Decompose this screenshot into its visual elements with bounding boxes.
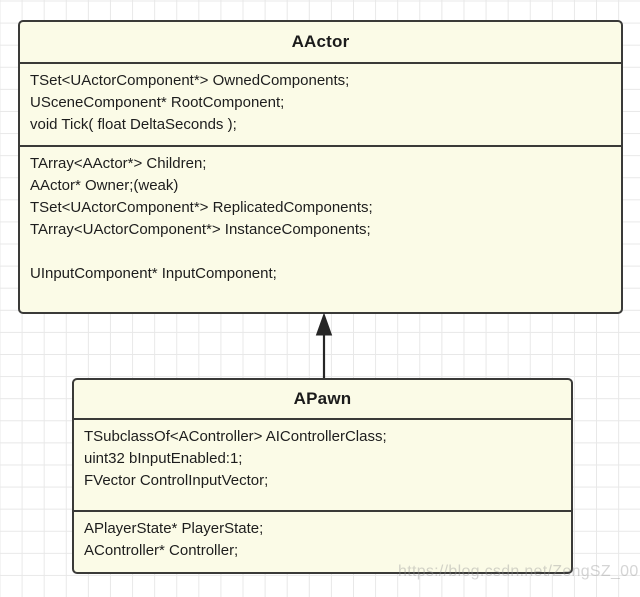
class-title-aactor: AActor [291,32,350,51]
class-member: AActor* Owner;(weak) [30,177,179,194]
class-member: uint32 bInputEnabled:1; [84,450,243,467]
class-compartment-operations-aactor: TArray<AActor*> Children; AActor* Owner;… [20,145,621,313]
class-member: TArray<UActorComponent*> InstanceCompone… [30,221,371,238]
class-compartment-attributes-aactor: TSet<UActorComponent*> OwnedComponents; … [20,62,621,145]
class-title-apawn: APawn [293,389,352,408]
generalization-arrow-apawn-to-aactor [315,313,333,379]
uml-class-aactor[interactable]: AActor TSet<UActorComponent*> OwnedCompo… [18,20,623,314]
class-member: AController* Controller; [84,542,239,559]
class-member: FVector ControlInputVector; [84,472,269,489]
class-member: USceneComponent* RootComponent; [30,94,285,111]
class-member: TSubclassOf<AController> AIControllerCla… [84,428,387,445]
class-member: APlayerState* PlayerState; [84,520,264,537]
class-compartment-attributes-apawn: TSubclassOf<AController> AIControllerCla… [74,418,571,510]
class-member: TSet<UActorComponent*> ReplicatedCompone… [30,199,373,216]
class-member-spacer [30,241,612,263]
class-member: UInputComponent* InputComponent; [30,265,277,282]
uml-class-apawn[interactable]: APawn TSubclassOf<AController> AIControl… [72,378,573,574]
class-compartment-operations-apawn: APlayerState* PlayerState; AController* … [74,510,571,573]
class-member: TArray<AActor*> Children; [30,155,207,172]
class-member: void Tick( float DeltaSeconds ); [30,116,237,133]
class-member: TSet<UActorComponent*> OwnedComponents; [30,72,350,89]
